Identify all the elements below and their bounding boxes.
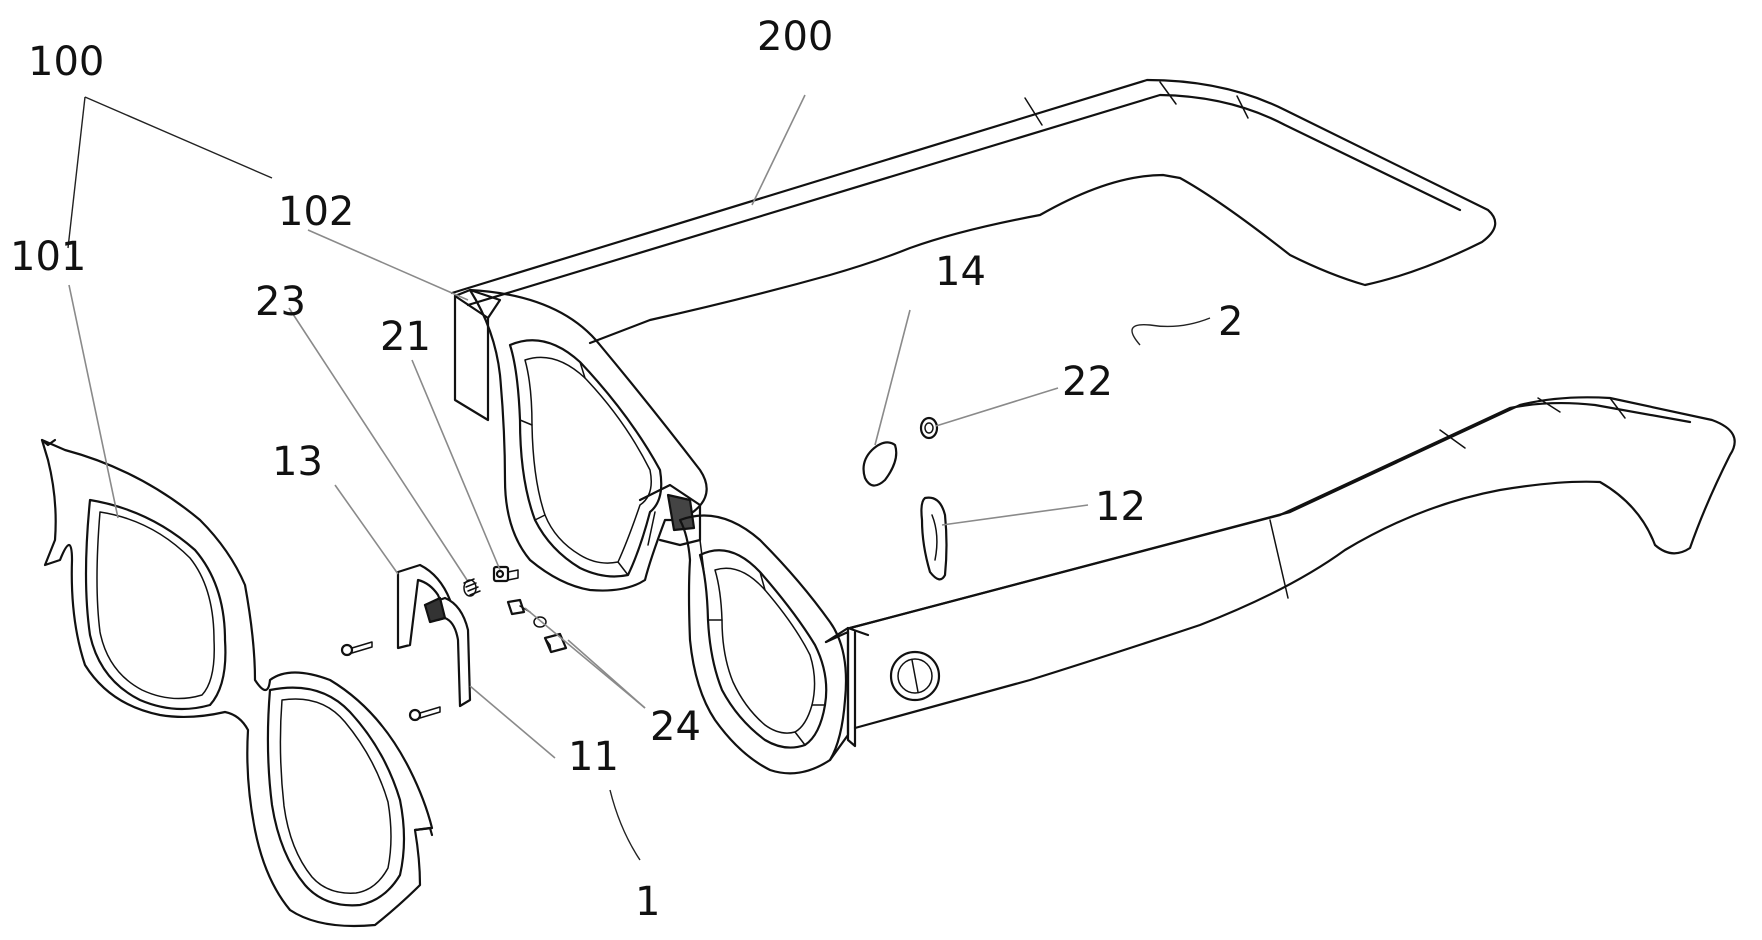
label-2: 2 <box>1218 299 1243 345</box>
main-glasses-frame <box>450 78 1736 775</box>
part-12 <box>920 496 948 581</box>
right-lens-rim <box>678 514 848 775</box>
label-102: 102 <box>278 189 354 235</box>
label-101: 101 <box>10 234 86 280</box>
label-24: 24 <box>650 704 701 750</box>
upper-temple-top-edge <box>466 93 1462 307</box>
label-11: 11 <box>568 734 619 780</box>
screw-upper <box>340 641 373 657</box>
hinge-knob <box>889 650 941 702</box>
screw-lower <box>408 706 441 722</box>
front-cover <box>40 438 434 928</box>
label-13: 13 <box>272 439 323 485</box>
leader-lines <box>67 94 1211 861</box>
front-frame-left-block <box>453 294 490 422</box>
left-lens-rim <box>468 288 708 592</box>
label-14: 14 <box>935 249 986 295</box>
spring-23 <box>463 578 481 597</box>
front-cover-outline <box>40 438 434 928</box>
label-22: 22 <box>1062 359 1113 405</box>
label-200: 200 <box>757 14 833 60</box>
bridge <box>638 483 702 547</box>
label-21: 21 <box>380 314 431 360</box>
part-14 <box>862 441 898 487</box>
upper-temple-arm <box>450 78 1497 345</box>
nut-22 <box>919 416 939 440</box>
clip-11 <box>423 596 472 708</box>
lower-temple-arm <box>848 396 1736 730</box>
exploded-parts <box>340 416 948 722</box>
label-12: 12 <box>1095 484 1146 530</box>
label-1: 1 <box>635 879 660 925</box>
part-24-group <box>506 598 568 654</box>
label-100: 100 <box>28 39 104 85</box>
label-23: 23 <box>255 279 306 325</box>
reference-labels: 100 101 102 200 23 21 13 14 2 22 12 24 1… <box>10 14 1243 925</box>
pin-21 <box>492 565 519 583</box>
